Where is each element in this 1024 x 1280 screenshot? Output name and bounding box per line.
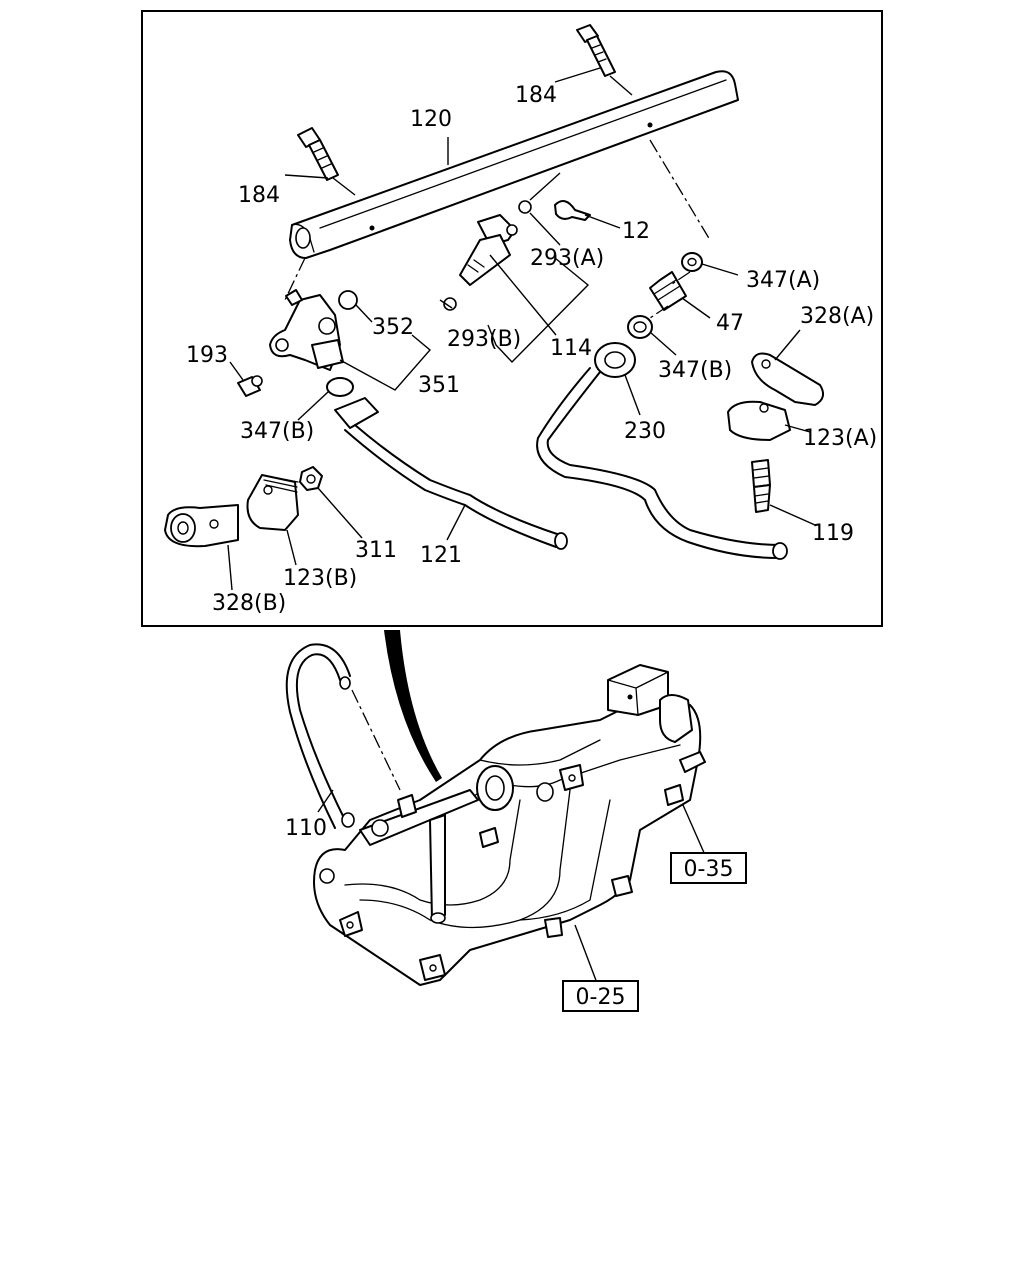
reference-box-035 [670, 852, 747, 884]
callout-114[interactable]: 114 [550, 336, 592, 361]
reference-035[interactable]: 0-35 [684, 857, 734, 882]
intake-manifold [313, 664, 706, 986]
assembly-line [649, 139, 711, 241]
bracket-328a [751, 352, 825, 406]
washer-347b-right [627, 315, 653, 339]
callout-121[interactable]: 121 [420, 543, 462, 568]
nut-311 [299, 466, 323, 491]
pressure-regulator [269, 289, 344, 371]
bolt-184-left [297, 127, 339, 181]
callout-123a[interactable]: 123(A) [803, 426, 877, 451]
washer-347b-left [326, 377, 354, 397]
callout-12[interactable]: 12 [622, 219, 650, 244]
hose-110 [285, 643, 355, 829]
clamp-123a [727, 400, 791, 441]
fitting-47 [649, 271, 687, 311]
callout-293a[interactable]: 293(A) [530, 246, 604, 271]
detail-frame [141, 10, 883, 627]
screw-193 [237, 375, 263, 397]
bolt-184-top [576, 24, 616, 77]
leader-lines [227, 67, 816, 591]
callout-230[interactable]: 230 [624, 419, 666, 444]
fuel-injector [459, 214, 518, 286]
callout-347a[interactable]: 347(A) [746, 268, 820, 293]
assembly-line [284, 257, 306, 301]
callout-184-left[interactable]: 184 [238, 183, 280, 208]
fuel-pipe-230 [536, 342, 788, 560]
fuel-rail [289, 70, 739, 259]
reference-025[interactable]: 0-25 [576, 985, 626, 1010]
callout-119[interactable]: 119 [812, 521, 854, 546]
callout-47[interactable]: 47 [716, 311, 744, 336]
reference-box-025 [562, 980, 639, 1012]
washer-347a [681, 252, 703, 272]
leader-line-025 [574, 924, 598, 984]
callout-347b-left[interactable]: 347(B) [240, 419, 314, 444]
callout-328b[interactable]: 328(B) [212, 591, 286, 616]
callout-311[interactable]: 311 [355, 538, 397, 563]
clamp-123b [246, 474, 299, 531]
reference-arrow [384, 630, 442, 782]
callout-193[interactable]: 193 [186, 343, 228, 368]
fuel-pipe-121 [334, 397, 568, 550]
callout-184-top[interactable]: 184 [515, 83, 557, 108]
callout-352[interactable]: 352 [372, 315, 414, 340]
callout-328a[interactable]: 328(A) [800, 304, 874, 329]
callout-123b[interactable]: 123(B) [283, 566, 357, 591]
leader-line-110 [317, 789, 334, 813]
o-ring-293a [518, 200, 532, 214]
callout-351[interactable]: 351 [418, 373, 460, 398]
callout-293b[interactable]: 293(B) [447, 327, 521, 352]
bracket-328b [164, 504, 239, 548]
clip-12 [554, 200, 591, 221]
callout-120[interactable]: 120 [410, 107, 452, 132]
callout-110[interactable]: 110 [285, 816, 327, 841]
cap-352 [338, 290, 358, 310]
stud-119 [751, 459, 771, 513]
o-ring-293b [443, 297, 457, 311]
leader-line-035 [682, 804, 706, 856]
callout-347b-right[interactable]: 347(B) [658, 358, 732, 383]
